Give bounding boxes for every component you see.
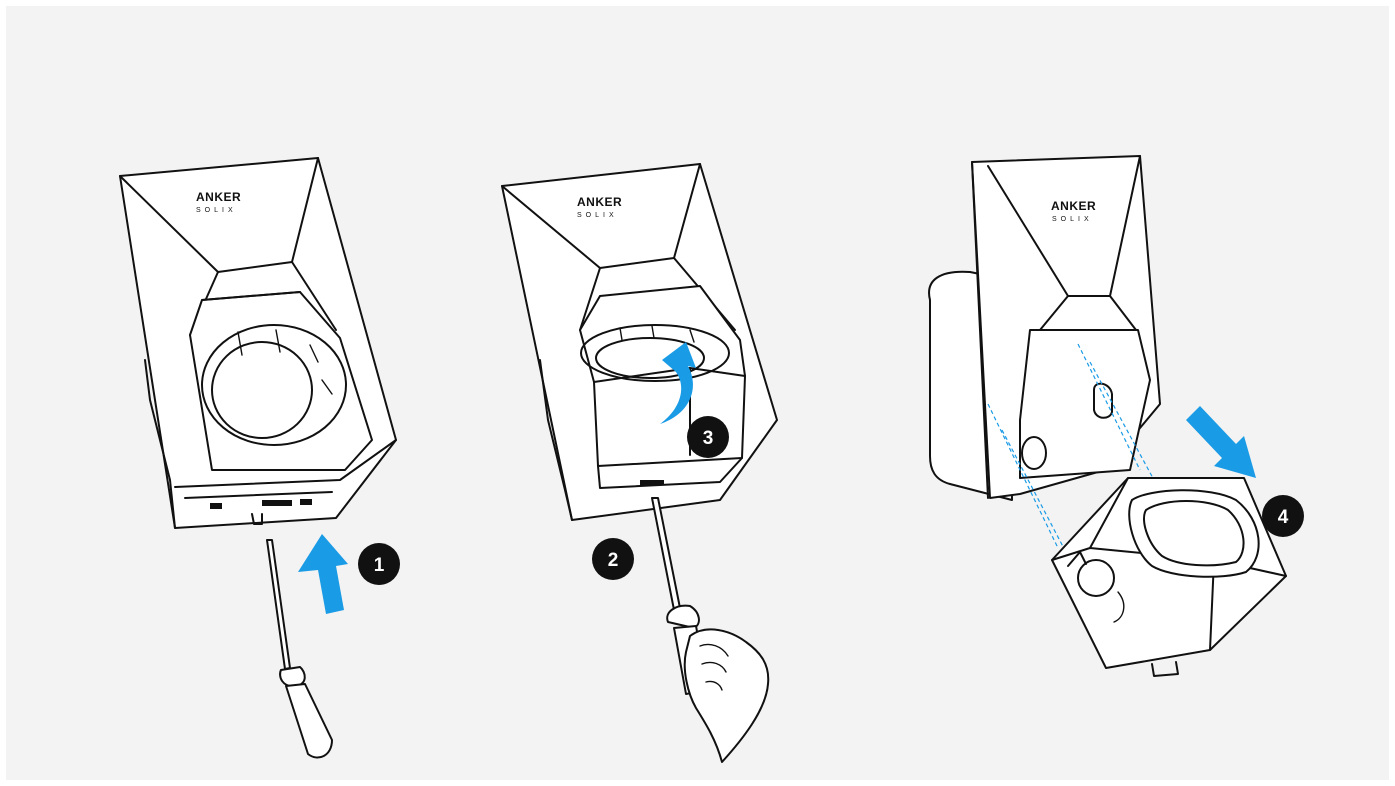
- step-1-illustration: ANKER SOLIX 1: [120, 158, 400, 758]
- step-4-illustration: ANKER SOLIX: [929, 156, 1304, 676]
- step-1-badge: 1: [358, 543, 400, 585]
- step-2-illustration: ANKER SOLIX 3 2: [502, 164, 777, 762]
- pull-arrow-icon: [1186, 406, 1256, 478]
- svg-text:1: 1: [374, 555, 385, 576]
- svg-text:SOLIX: SOLIX: [1052, 216, 1093, 223]
- device-3: ANKER SOLIX: [972, 156, 1160, 498]
- svg-text:2: 2: [608, 550, 619, 571]
- device-1: ANKER SOLIX: [120, 158, 396, 528]
- brand-logo-1: ANKER SOLIX: [196, 190, 241, 214]
- device-2: ANKER SOLIX: [502, 164, 777, 520]
- svg-text:3: 3: [703, 428, 714, 449]
- push-arrow-icon: [298, 534, 348, 614]
- svg-text:ANKER: ANKER: [196, 190, 241, 204]
- svg-text:ANKER: ANKER: [577, 195, 622, 209]
- brand-logo-2: ANKER SOLIX: [577, 195, 622, 219]
- socket-module: [1052, 478, 1286, 676]
- hand-icon: [685, 629, 769, 762]
- step-2-badge: 2: [592, 538, 634, 580]
- brand-logo-3: ANKER SOLIX: [1051, 199, 1096, 223]
- step-3-badge: 3: [687, 416, 729, 458]
- svg-text:4: 4: [1278, 507, 1289, 528]
- step-4-badge: 4: [1262, 495, 1304, 537]
- svg-text:SOLIX: SOLIX: [196, 207, 237, 214]
- svg-text:SOLIX: SOLIX: [577, 212, 618, 219]
- svg-text:ANKER: ANKER: [1051, 199, 1096, 213]
